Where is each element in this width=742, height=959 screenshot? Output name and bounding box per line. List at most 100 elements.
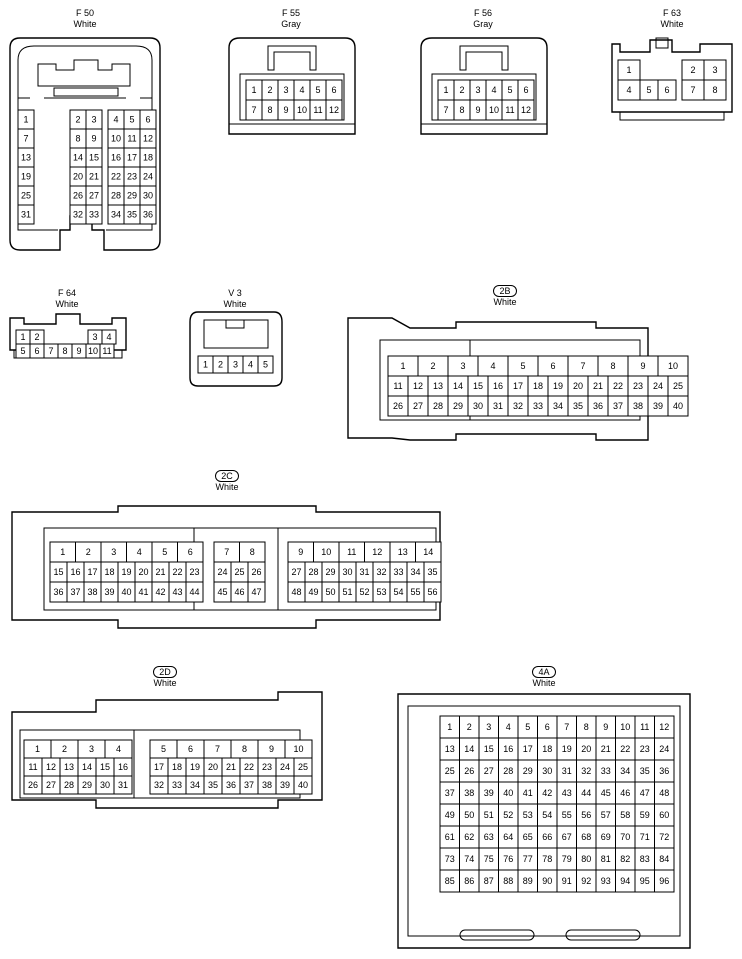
- pin-number: 11: [28, 762, 37, 772]
- pin-number: 36: [593, 401, 603, 411]
- pin-number: 9: [298, 547, 303, 557]
- pin-number: 40: [121, 587, 131, 597]
- pin-number: 29: [82, 780, 92, 790]
- pin-number: 23: [127, 172, 137, 182]
- pin-number: 62: [464, 832, 474, 842]
- pin-cell: 10: [293, 99, 311, 121]
- pin-cell: 20: [576, 737, 597, 761]
- pin-cell: 96: [654, 869, 675, 893]
- pin-number: 10: [668, 361, 678, 371]
- pin-cell: 15: [85, 147, 103, 168]
- pin-number: 16: [118, 762, 128, 772]
- pin-cell: 63: [478, 825, 499, 849]
- pin-cell: 26: [23, 775, 43, 795]
- pin-cell: 3: [227, 355, 244, 374]
- pin-number: 1: [23, 115, 28, 125]
- pin-number: 3: [486, 722, 491, 732]
- pin-cell: 12: [407, 375, 429, 397]
- pin-number: 50: [464, 810, 474, 820]
- pin-number: 77: [523, 854, 533, 864]
- pin-cell: 23: [627, 375, 649, 397]
- pin-cell: 6: [517, 79, 535, 101]
- pin-number: 18: [104, 567, 114, 577]
- pin-number: 11: [393, 381, 402, 391]
- pin-cell: 86: [459, 869, 480, 893]
- pin-cell: 4: [101, 329, 117, 345]
- pin-number: 43: [562, 788, 572, 798]
- pin-number: 36: [143, 210, 153, 220]
- pin-number: 87: [484, 876, 494, 886]
- pin-cell: 10: [615, 715, 636, 739]
- pin-number: 5: [507, 85, 512, 95]
- pin-number: 65: [523, 832, 533, 842]
- pin-number: 94: [620, 876, 630, 886]
- pin-cell: 69: [595, 825, 616, 849]
- pin-cell: 60: [654, 803, 675, 827]
- pin-cell: 7: [213, 541, 240, 563]
- pin-number: 44: [581, 788, 591, 798]
- pin-cell: 18: [527, 375, 549, 397]
- pin-cell: 34: [107, 204, 125, 225]
- pin-cell: 1: [439, 715, 460, 739]
- pin-cell: 22: [615, 737, 636, 761]
- pin-number: 33: [89, 210, 99, 220]
- pin-number: 54: [393, 587, 403, 597]
- pin-number: 28: [503, 766, 513, 776]
- pin-number: 8: [459, 105, 464, 115]
- pin-cell-box: [185, 581, 204, 603]
- pin-cell: 85: [439, 869, 460, 893]
- pin-cell: 11: [387, 375, 409, 397]
- pin-cell: 32: [507, 395, 529, 417]
- pin-number: 26: [251, 567, 261, 577]
- pin-cell: 1: [245, 79, 263, 101]
- pin-number: 66: [542, 832, 552, 842]
- pin-number: 17: [513, 381, 523, 391]
- pin-cell: 31: [17, 204, 35, 225]
- pin-cell: 49: [439, 803, 460, 827]
- pin-cell: 53: [517, 803, 538, 827]
- pin-cell: 37: [239, 775, 259, 795]
- pin-cell: 29: [517, 759, 538, 783]
- pin-number: 1: [447, 722, 452, 732]
- label-2d: 2D White: [140, 666, 190, 689]
- label-f63: F 63 White: [647, 8, 697, 30]
- pin-cell: 39: [478, 781, 499, 805]
- pin-number: 24: [659, 744, 669, 754]
- pin-cell: 16: [107, 147, 125, 168]
- pin-cell: 10: [85, 343, 101, 359]
- pin-cell: 3: [85, 109, 103, 130]
- pin-cell: 38: [83, 581, 102, 603]
- pin-number: 4: [506, 722, 511, 732]
- pin-number: 19: [190, 762, 200, 772]
- pin-cell-box: [101, 329, 117, 345]
- pin-number: 30: [143, 191, 153, 201]
- pin-number: 31: [562, 766, 572, 776]
- pin-cell: 36: [49, 581, 68, 603]
- pin-number: 39: [484, 788, 494, 798]
- pin-number: 8: [610, 361, 615, 371]
- pin-cell: 9: [627, 355, 659, 377]
- pin-number: 10: [489, 105, 499, 115]
- pin-number: 18: [542, 744, 552, 754]
- pin-cell: 16: [66, 561, 85, 583]
- pin-number: 14: [423, 547, 433, 557]
- pin-number: 84: [659, 854, 669, 864]
- pin-cell: 30: [537, 759, 558, 783]
- pin-cell: 88: [498, 869, 519, 893]
- pin-cell: 11: [99, 343, 115, 359]
- pin-cell: 27: [407, 395, 429, 417]
- pin-cell: 53: [372, 581, 391, 603]
- pin-number: 57: [601, 810, 611, 820]
- pin-cell: 42: [537, 781, 558, 805]
- pin-number: 17: [87, 567, 97, 577]
- pin-cell: 13: [439, 737, 460, 761]
- pin-number: 2: [218, 360, 223, 370]
- pin-cell: 40: [667, 395, 689, 417]
- pin-cell: 30: [139, 185, 157, 206]
- pin-cell: 62: [459, 825, 480, 849]
- pin-number: 4: [626, 85, 631, 95]
- pin-number: 9: [76, 346, 81, 356]
- pin-cell: 39: [100, 581, 119, 603]
- pin-cell: 36: [139, 204, 157, 225]
